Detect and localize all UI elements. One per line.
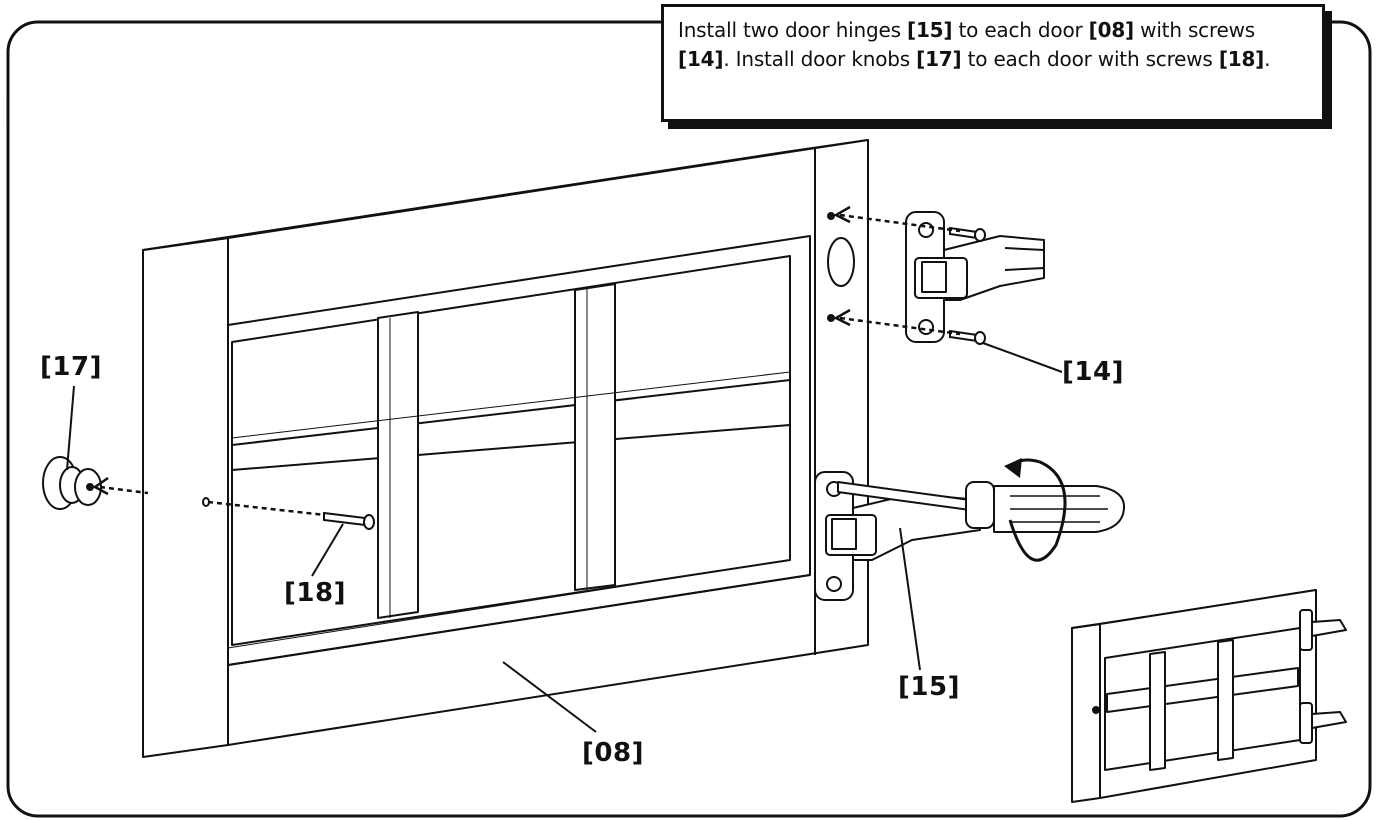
- door-panel: [142, 139, 869, 758]
- hinge-bore: [827, 237, 855, 287]
- finished-door-inset: [1071, 589, 1347, 803]
- hinge-screw-path-top: [839, 213, 961, 233]
- hinge-screw-bottom: [949, 329, 986, 345]
- rotation-arrow: [1006, 458, 1067, 562]
- instruction-segment: with screws: [1134, 18, 1256, 42]
- part-number: [17]: [916, 47, 962, 71]
- label-hinge: [15]: [898, 672, 960, 702]
- label-door: [08]: [582, 738, 644, 768]
- instruction-segment: . Install door knobs: [723, 47, 917, 71]
- instruction-segment: to each door: [952, 18, 1089, 42]
- knob-insert-arrow-line: [99, 485, 149, 495]
- door-muntin-right: [574, 283, 616, 591]
- door-knob: [42, 456, 102, 510]
- knob-insert-arrow-head: [92, 476, 109, 496]
- label-knob: [17]: [40, 352, 102, 382]
- door-leader: [502, 661, 597, 733]
- hinge-screw-top: [949, 226, 986, 242]
- instruction-segment: Install two door hinges: [678, 18, 907, 42]
- part-number: [14]: [678, 47, 724, 71]
- label-hinge-screws: [14]: [1062, 357, 1124, 387]
- door-left-edge: [142, 237, 229, 758]
- hinge-leader: [899, 527, 921, 671]
- instruction-segment: .: [1264, 47, 1271, 71]
- part-number: [15]: [907, 18, 953, 42]
- part-number: [08]: [1088, 18, 1135, 42]
- knob-leader: [66, 385, 75, 471]
- instruction-segment: to each door with screws: [961, 47, 1219, 71]
- bottom-hinge: [814, 471, 981, 601]
- hinge-screw-leader: [982, 342, 1063, 373]
- hinge-screw-path-bottom: [839, 316, 961, 336]
- instruction-callout: Install two door hinges [15] to each doo…: [661, 4, 1325, 122]
- instruction-text: Install two door hinges [15] to each doo…: [678, 18, 1271, 71]
- part-number: [18]: [1218, 47, 1265, 71]
- knob-screw: [323, 511, 375, 530]
- screwdriver: [837, 481, 1126, 533]
- door-muntin-left: [377, 311, 419, 619]
- knob-screw-leader: [311, 523, 344, 577]
- label-knob-screw: [18]: [284, 578, 346, 608]
